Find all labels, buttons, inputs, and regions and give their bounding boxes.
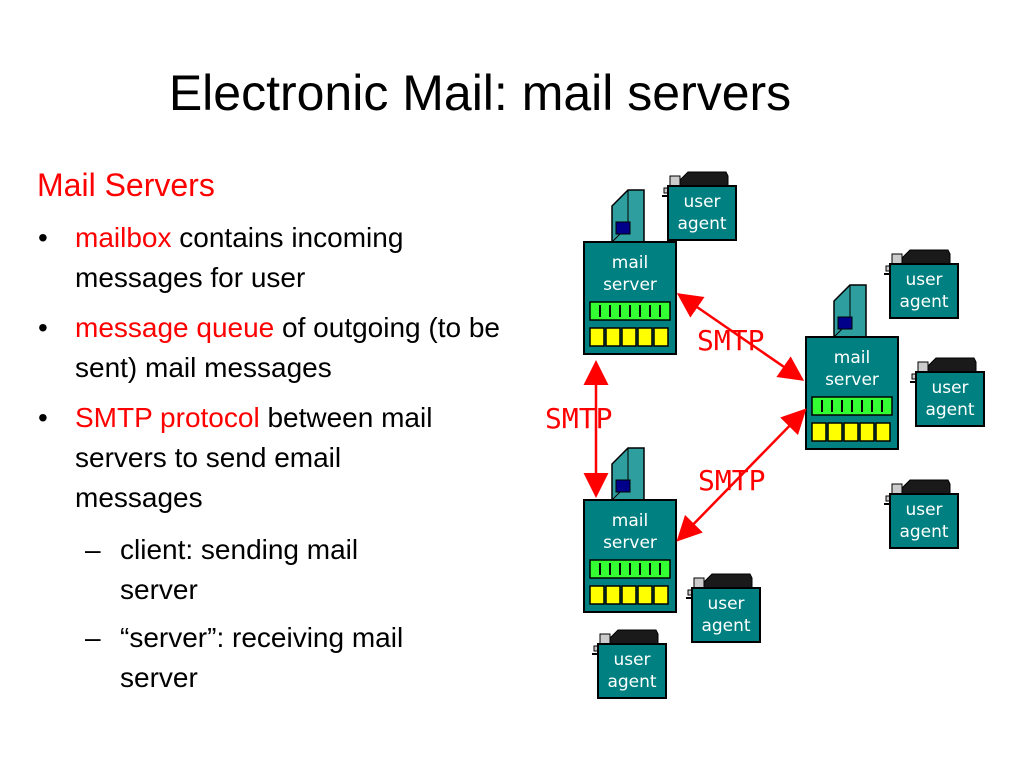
smtp-label: SMTP bbox=[697, 324, 764, 357]
sub-bullet-dash: – bbox=[85, 534, 101, 565]
sub-bullet-dash: – bbox=[85, 622, 101, 653]
user-agent-label: user bbox=[613, 650, 650, 670]
bullet-dot: • bbox=[38, 402, 48, 433]
user-agent-label: agent bbox=[899, 522, 948, 542]
bullet-highlight: SMTP protocol bbox=[75, 402, 260, 433]
user-agent-label: user bbox=[905, 500, 942, 520]
mail-server-top: mail server bbox=[583, 189, 677, 355]
user-agent-6: user agent bbox=[591, 629, 667, 699]
bullet-message-queue: • message queue of outgoing (to be sent)… bbox=[38, 308, 515, 388]
mail-server-label: mail bbox=[612, 253, 648, 273]
user-agent-label: user bbox=[683, 192, 720, 212]
sub-bullet-client: – client: sending mail server bbox=[85, 530, 420, 610]
bullet-text: contains incoming messages for user bbox=[75, 222, 404, 293]
smtp-arrow-top-right bbox=[676, 293, 805, 381]
sub-bullet-text: client: sending mail server bbox=[120, 534, 359, 605]
user-agent-label: agent bbox=[925, 400, 974, 420]
bullet-highlight: message queue bbox=[75, 312, 275, 343]
user-agent-1: user agent bbox=[661, 171, 737, 241]
bullet-text: of outgoing (to be sent) mail messages bbox=[75, 312, 500, 383]
user-agent-3: user agent bbox=[909, 357, 985, 427]
user-agent-label: user bbox=[905, 270, 942, 290]
user-agent-label: user bbox=[931, 378, 968, 398]
mail-server-label: server bbox=[825, 370, 879, 390]
mail-server-bottom: mail server bbox=[583, 447, 677, 613]
user-agent-label: agent bbox=[607, 672, 656, 692]
user-agent-5: user agent bbox=[685, 573, 761, 643]
bullet-dot: • bbox=[38, 222, 48, 253]
sub-bullet-server: – “server”: receiving mail server bbox=[85, 618, 470, 698]
user-agent-label: agent bbox=[677, 214, 726, 234]
user-agent-label: user bbox=[707, 594, 744, 614]
bullet-mailbox: • mailbox contains incoming messages for… bbox=[38, 218, 515, 298]
smtp-label: SMTP bbox=[545, 402, 612, 435]
mail-server-label: server bbox=[603, 275, 657, 295]
bullet-dot: • bbox=[38, 312, 48, 343]
sub-bullet-text: “server”: receiving mail server bbox=[120, 622, 404, 693]
bullet-smtp-protocol: • SMTP protocol between mail servers to … bbox=[38, 398, 475, 518]
bullet-highlight: mailbox bbox=[75, 222, 172, 253]
mail-server-label: server bbox=[603, 533, 657, 553]
user-agent-2: user agent bbox=[883, 249, 959, 319]
section-heading: Mail Servers bbox=[37, 167, 215, 203]
mail-server-label: mail bbox=[834, 348, 870, 368]
user-agent-4: user agent bbox=[883, 479, 959, 549]
user-agent-label: agent bbox=[701, 616, 750, 636]
slide-title: Electronic Mail: mail servers bbox=[168, 65, 792, 121]
smtp-label: SMTP bbox=[698, 464, 765, 497]
mail-server-right: mail server bbox=[805, 284, 899, 450]
smtp-arrow-bottom-right bbox=[676, 408, 807, 542]
bullet-text: between mail servers to send email messa… bbox=[75, 402, 433, 513]
mail-server-label: mail bbox=[612, 511, 648, 531]
user-agent-label: agent bbox=[899, 292, 948, 312]
